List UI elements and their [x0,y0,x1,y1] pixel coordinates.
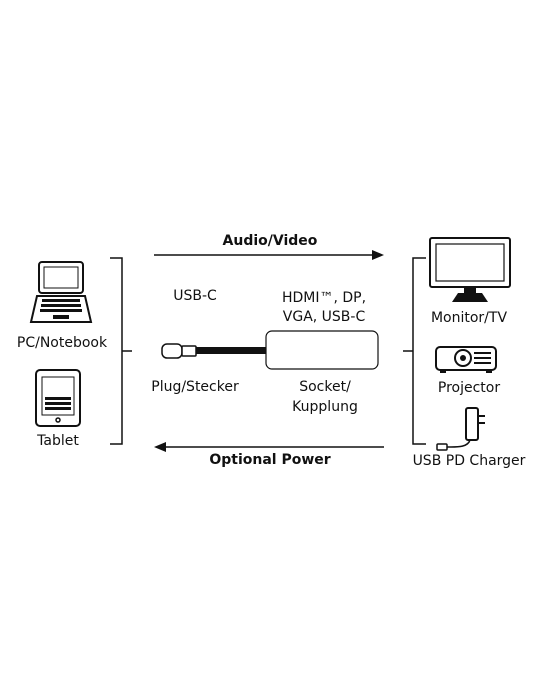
monitor-tv-label: Monitor/TV [430,310,508,326]
tablet-icon [35,369,81,427]
left-bracket [110,257,132,445]
optional-power-arrow [154,442,384,452]
charger-icon [436,407,485,451]
optional-power-label: Optional Power [209,452,331,468]
laptop-icon [29,261,93,323]
tablet-label: Tablet [37,433,79,449]
usb-pd-charger-label: USB PD Charger [412,453,526,469]
usb-c-plug-icon [161,343,197,359]
pc-notebook-label: PC/Notebook [16,335,108,351]
socket-types-line2: VGA, USB-C [282,309,366,325]
projector-icon [435,346,497,373]
audio-video-arrow [154,250,384,260]
audio-video-label: Audio/Video [222,233,318,249]
socket-types-line1: HDMI™, DP, [281,290,367,306]
right-bracket [403,257,426,445]
adapter-hub-icon [265,330,379,370]
plug-stecker-label: Plug/Stecker [151,379,239,395]
projector-label: Projector [437,380,501,396]
usb-c-plug-type-label: USB-C [173,288,217,304]
socket-label-line1: Socket/ [299,379,351,395]
adapter-cable [196,347,266,354]
monitor-icon [429,237,511,302]
socket-label-line2: Kupplung [292,399,358,415]
